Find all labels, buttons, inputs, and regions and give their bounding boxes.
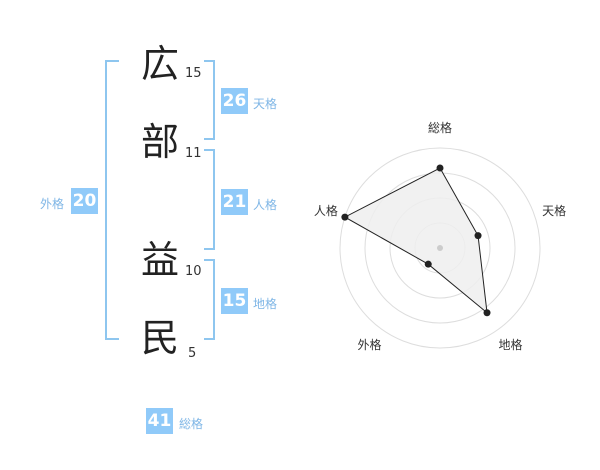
radar-ring-4 bbox=[339, 147, 541, 349]
gai-bracket bbox=[105, 60, 119, 340]
sou-value-badge: 41 bbox=[146, 408, 173, 434]
gai-value-badge: 20 bbox=[71, 188, 98, 214]
radar-point-3 bbox=[424, 260, 432, 268]
ten-label: 天格 bbox=[253, 97, 278, 111]
ten-value-badge: 26 bbox=[221, 88, 248, 114]
gai-label: 外格 bbox=[40, 197, 65, 211]
radar-point-0 bbox=[436, 164, 444, 172]
radar-point-4 bbox=[341, 213, 349, 221]
chi-value-badge: 15 bbox=[221, 288, 248, 314]
radar-axis-label-0: 総格 bbox=[428, 120, 452, 135]
radar-axis-label-1: 天格 bbox=[542, 203, 566, 218]
name-char-2: 部 bbox=[141, 120, 180, 164]
radar-point-1 bbox=[474, 232, 482, 240]
name-char-3: 益 bbox=[141, 238, 180, 282]
radar-axis-label-4: 人格 bbox=[314, 203, 338, 218]
chi-bracket bbox=[204, 259, 215, 340]
ten-bracket bbox=[204, 60, 215, 140]
chi-label: 地格 bbox=[253, 297, 278, 311]
name-char-2-strokes: 11 bbox=[185, 146, 202, 161]
name-char-3-strokes: 10 bbox=[185, 264, 202, 279]
radar-point-2 bbox=[483, 309, 491, 317]
name-char-1: 広 bbox=[141, 42, 180, 86]
name-char-4-strokes: 5 bbox=[188, 346, 197, 361]
jin-bracket bbox=[204, 149, 215, 250]
sou-label: 総格 bbox=[179, 417, 204, 431]
name-char-1-strokes: 15 bbox=[185, 66, 202, 81]
radar-axis-label-2: 地格 bbox=[499, 337, 523, 352]
jin-label: 人格 bbox=[253, 198, 278, 212]
radar-center bbox=[437, 245, 443, 251]
radar-polygon bbox=[343, 167, 488, 314]
radar-axis-label-3: 外格 bbox=[357, 337, 381, 352]
jin-value-badge: 21 bbox=[221, 189, 248, 215]
name-char-4: 民 bbox=[141, 316, 180, 360]
